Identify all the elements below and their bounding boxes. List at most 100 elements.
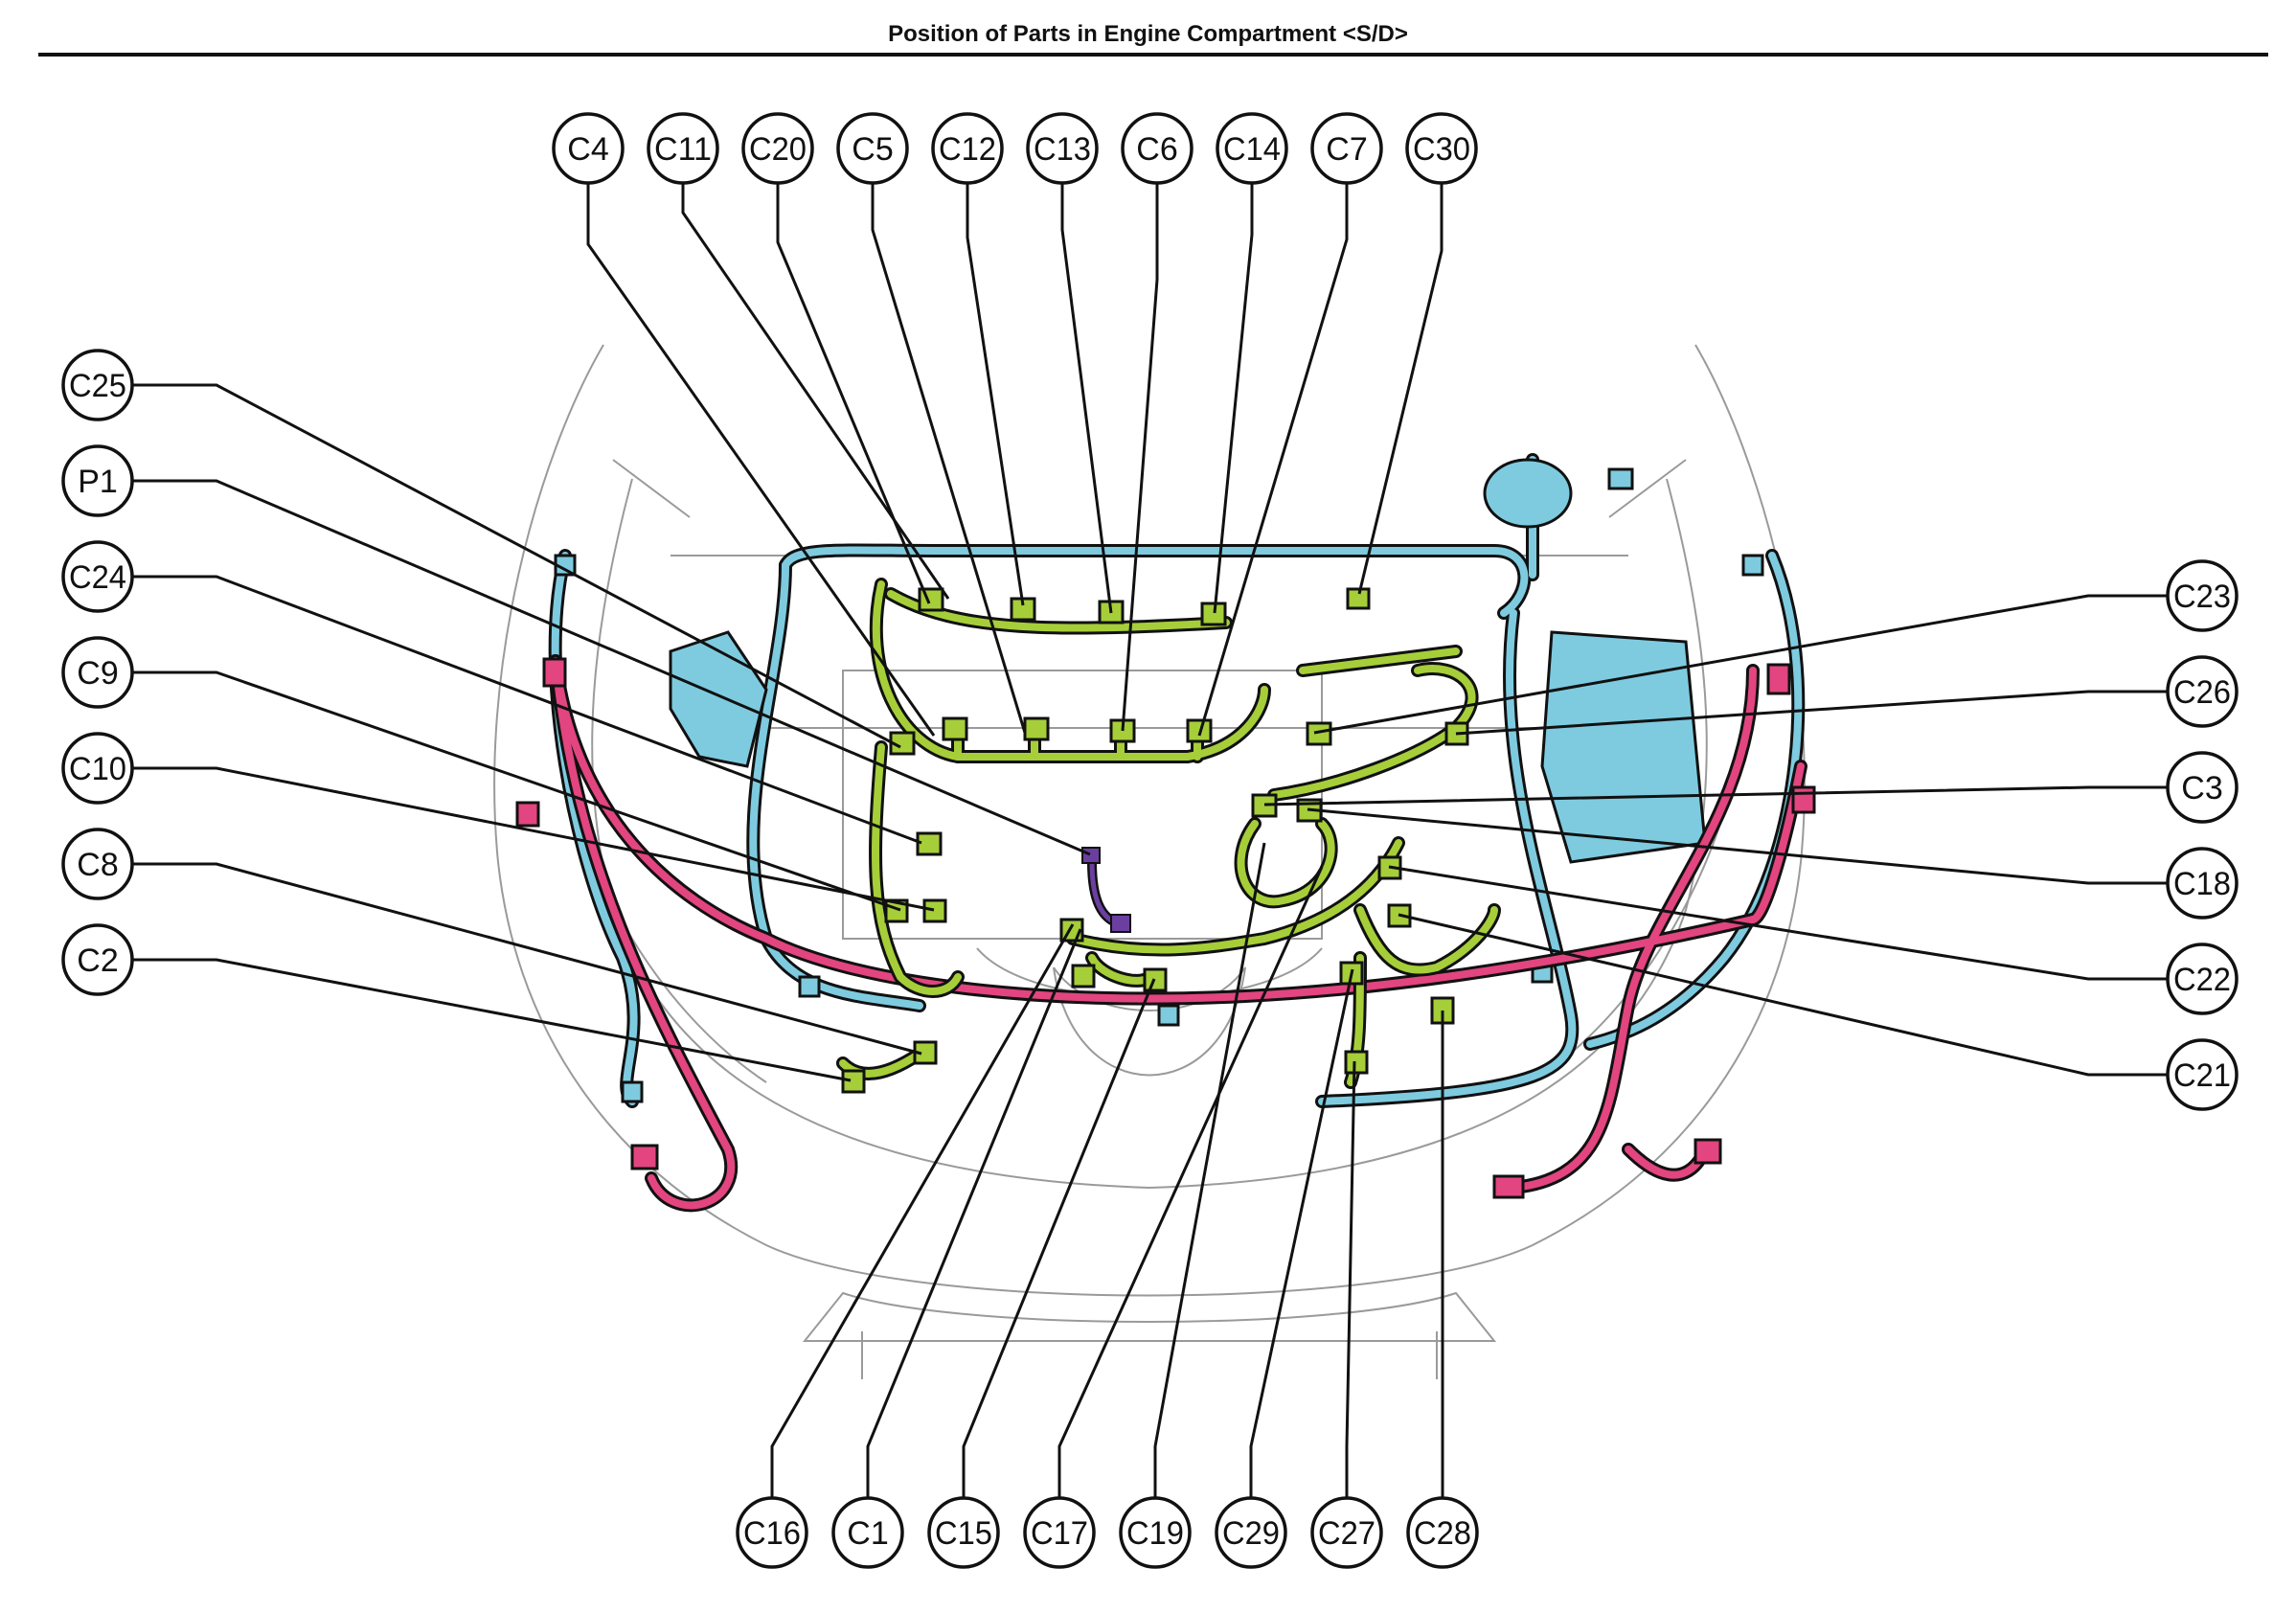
callout-label: C28 — [1414, 1515, 1471, 1552]
callout-circle — [61, 540, 134, 613]
callout-circle — [1310, 1496, 1383, 1569]
callout-label: C15 — [935, 1515, 992, 1552]
callout-c7: C7 — [1310, 112, 1383, 185]
callout-c14: C14 — [1216, 112, 1288, 185]
callout-c19: C19 — [1119, 1496, 1192, 1569]
callout-label: C2 — [77, 943, 118, 979]
callout-circle — [831, 1496, 904, 1569]
callout-c23: C23 — [2166, 559, 2239, 632]
callout-c5: C5 — [836, 112, 909, 185]
callout-c27: C27 — [1310, 1496, 1383, 1569]
callout-c30: C30 — [1405, 112, 1478, 185]
callout-c18: C18 — [2166, 847, 2239, 920]
callout-label: C22 — [2173, 962, 2231, 998]
leader-lines — [132, 183, 2168, 1498]
callout-c3: C3 — [2166, 751, 2239, 824]
callout-circle — [1121, 112, 1193, 185]
callout-label: C16 — [743, 1515, 801, 1552]
callout-c10: C10 — [61, 732, 134, 805]
callout-label: C19 — [1126, 1515, 1184, 1552]
callout-circle — [1119, 1496, 1192, 1569]
callout-circle — [1026, 112, 1099, 185]
callout-c17: C17 — [1023, 1496, 1096, 1569]
callout-c12: C12 — [931, 112, 1004, 185]
callout-label: C1 — [847, 1515, 888, 1552]
callout-c9: C9 — [61, 636, 134, 709]
callout-circle — [61, 923, 134, 996]
callout-circle — [741, 112, 814, 185]
callout-c4: C4 — [552, 112, 625, 185]
callout-label: C23 — [2173, 579, 2231, 615]
callout-label: C24 — [69, 559, 126, 596]
callout-label: C25 — [69, 368, 126, 404]
callout-c13: C13 — [1026, 112, 1099, 185]
callout-c21: C21 — [2166, 1038, 2239, 1111]
callout-c28: C28 — [1406, 1496, 1479, 1569]
callout-c8: C8 — [61, 828, 134, 900]
callout-label: C7 — [1326, 131, 1367, 168]
callout-c25: C25 — [61, 349, 134, 421]
callout-circle — [836, 112, 909, 185]
callout-p1: P1 — [61, 444, 134, 517]
callout-circle — [2166, 559, 2239, 632]
callout-label: C9 — [77, 655, 118, 692]
callout-label: P1 — [78, 464, 118, 500]
callout-c22: C22 — [2166, 943, 2239, 1015]
callout-circle — [2166, 847, 2239, 920]
callout-c16: C16 — [736, 1496, 808, 1569]
callout-label: C10 — [69, 751, 126, 787]
callout-label: C14 — [1223, 131, 1281, 168]
callout-circle — [2166, 1038, 2239, 1111]
callout-label: C12 — [939, 131, 996, 168]
callout-c20: C20 — [741, 112, 814, 185]
callout-circle — [1310, 112, 1383, 185]
callout-c11: C11 — [647, 112, 719, 185]
callout-c29: C29 — [1215, 1496, 1287, 1569]
callout-c2: C2 — [61, 923, 134, 996]
callout-circle — [1215, 1496, 1287, 1569]
callout-label: C11 — [654, 131, 712, 168]
callout-c15: C15 — [927, 1496, 1000, 1569]
callout-circle — [2166, 943, 2239, 1015]
callout-circle — [1406, 1496, 1479, 1569]
green-harness-fill — [839, 580, 1498, 1086]
callout-label: C18 — [2173, 866, 2231, 902]
callout-label: C6 — [1136, 131, 1177, 168]
callout-c24: C24 — [61, 540, 134, 613]
callout-circle — [1216, 112, 1288, 185]
callout-circle — [61, 349, 134, 421]
callout-label: C21 — [2173, 1057, 2231, 1094]
purple-harness — [1081, 847, 1131, 933]
callout-label: C26 — [2173, 674, 2231, 711]
page-title: Position of Parts in Engine Compartment … — [888, 21, 1408, 47]
callout-label: C8 — [77, 847, 118, 883]
callout-c1: C1 — [831, 1496, 904, 1569]
callout-circle — [61, 636, 134, 709]
callout-label: C20 — [749, 131, 807, 168]
blue-components — [554, 458, 1764, 1103]
callout-circle — [931, 112, 1004, 185]
title-rule — [38, 53, 2268, 57]
callout-circle — [61, 828, 134, 900]
callout-c26: C26 — [2166, 655, 2239, 728]
callout-label: C3 — [2181, 770, 2222, 806]
callout-circle — [736, 1496, 808, 1569]
callout-circle — [1023, 1496, 1096, 1569]
callout-label: C17 — [1031, 1515, 1088, 1552]
callout-c6: C6 — [1121, 112, 1193, 185]
callout-label: C13 — [1034, 131, 1091, 168]
callout-label: C30 — [1413, 131, 1470, 168]
callout-circle — [61, 444, 134, 517]
callout-label: C5 — [852, 131, 893, 168]
callout-circle — [647, 112, 719, 185]
callout-circle — [927, 1496, 1000, 1569]
callout-circle — [1405, 112, 1478, 185]
callout-label: C27 — [1318, 1515, 1375, 1552]
callout-label: C4 — [567, 131, 608, 168]
callout-circle — [552, 112, 625, 185]
pink-connectors — [515, 657, 1816, 1199]
callout-circle — [2166, 655, 2239, 728]
callout-label: C29 — [1222, 1515, 1280, 1552]
